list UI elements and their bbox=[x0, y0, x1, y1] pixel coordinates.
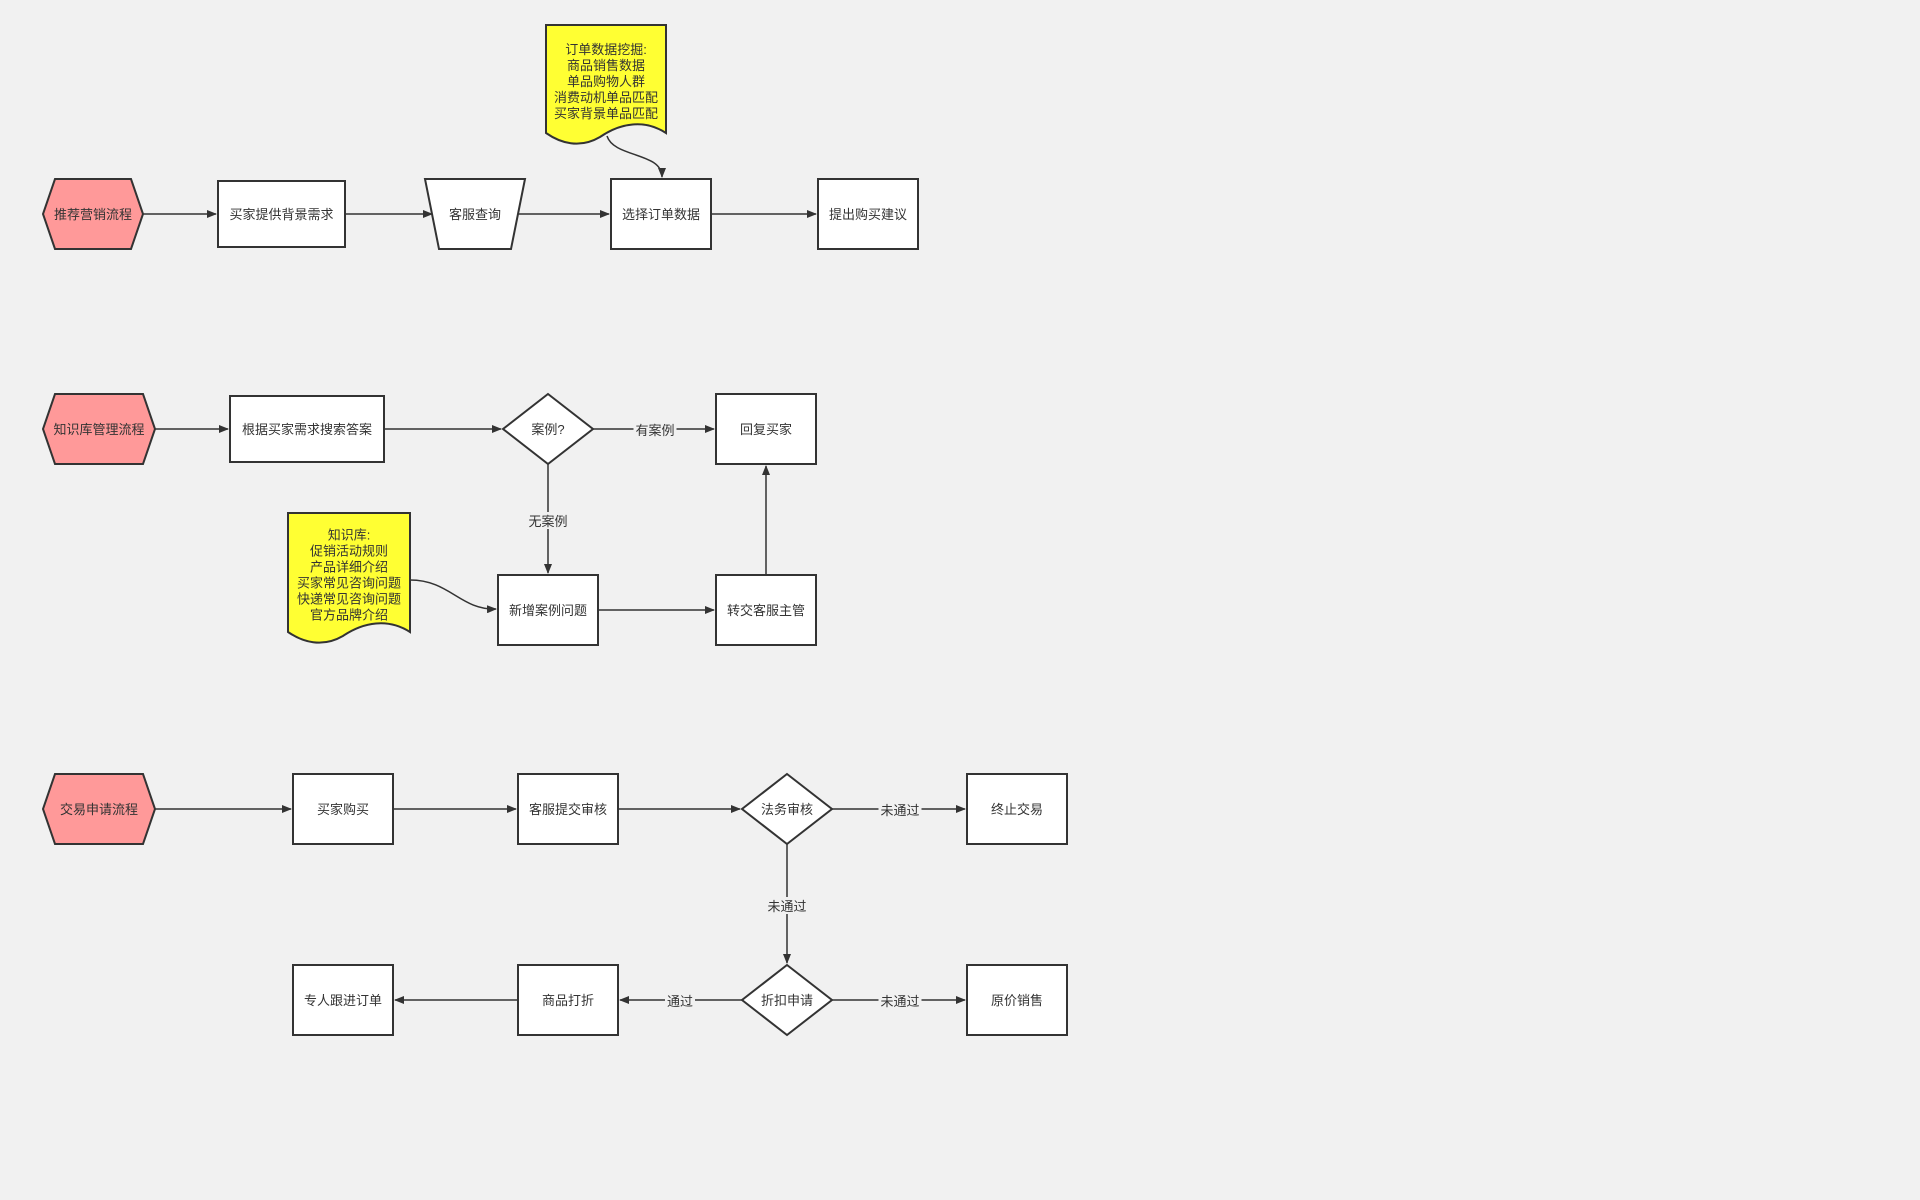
node-c4-rect[interactable]: 终止交易 bbox=[966, 773, 1068, 845]
node-label-line: 专人跟进订单 bbox=[304, 993, 382, 1008]
rect-shape bbox=[517, 773, 619, 845]
node-a2-trapezoid[interactable]: 客服查询 bbox=[423, 178, 527, 250]
node-a1-rect[interactable]: 买家提供背景需求 bbox=[217, 180, 346, 248]
node-label-line: 新增案例问题 bbox=[509, 603, 587, 618]
edge-a_note-to-a3[interactable] bbox=[606, 135, 666, 178]
node-c2-rect[interactable]: 客服提交审核 bbox=[517, 773, 619, 845]
edge-label-text: 未通过 bbox=[880, 994, 919, 1009]
hexagon-shape bbox=[41, 178, 145, 250]
node-label-line: 官方品牌介绍 bbox=[310, 608, 388, 623]
rect-shape bbox=[610, 178, 712, 250]
edge-label-text: 通过 bbox=[667, 994, 693, 1009]
node-label-line: 终止交易 bbox=[991, 802, 1043, 817]
node-c_start-hexagon[interactable]: 交易申请流程 bbox=[41, 773, 157, 845]
node-b3-rect[interactable]: 回复买家 bbox=[715, 393, 817, 465]
node-b_start-hexagon[interactable]: 知识库管理流程 bbox=[41, 393, 157, 465]
rect-shape bbox=[292, 773, 394, 845]
hexagon-shape bbox=[41, 393, 157, 465]
node-label-line: 单品购物人群 bbox=[567, 74, 645, 89]
node-label-line: 客服查询 bbox=[449, 207, 501, 222]
node-a_start-hexagon[interactable]: 推荐营销流程 bbox=[41, 178, 145, 250]
edge-b_note-to-b4[interactable] bbox=[409, 579, 497, 614]
node-a4-rect[interactable]: 提出购买建议 bbox=[817, 178, 919, 250]
node-label-line: 回复买家 bbox=[740, 422, 792, 437]
diamond-shape bbox=[740, 772, 834, 846]
node-label-line: 买家背景单品匹配 bbox=[554, 106, 658, 121]
node-label-line: 原价销售 bbox=[991, 993, 1043, 1008]
edge-label-background bbox=[633, 421, 677, 438]
rect-shape bbox=[292, 964, 394, 1036]
node-label-line: 折扣申请 bbox=[761, 993, 813, 1008]
node-label-line: 案例? bbox=[531, 422, 564, 437]
node-label-line: 转交客服主管 bbox=[727, 603, 805, 618]
node-c6-rect[interactable]: 原价销售 bbox=[966, 964, 1068, 1036]
rect-shape bbox=[966, 964, 1068, 1036]
diamond-shape bbox=[740, 963, 834, 1037]
edge-label-text: 有案例 bbox=[635, 423, 674, 438]
edge-label-c3-to-c5: 未通过 bbox=[765, 897, 809, 914]
node-b4-rect[interactable]: 新增案例问题 bbox=[497, 574, 599, 646]
hexagon-shape bbox=[41, 773, 157, 845]
node-label-line: 产品详细介绍 bbox=[310, 560, 388, 575]
edge-label-c3-to-c4: 未通过 bbox=[878, 801, 922, 818]
node-label-line: 促销活动规则 bbox=[310, 544, 388, 559]
node-label-line: 买家提供背景需求 bbox=[229, 207, 333, 222]
rect-shape bbox=[817, 178, 919, 250]
edge-label-background bbox=[526, 512, 570, 529]
node-a3-rect[interactable]: 选择订单数据 bbox=[610, 178, 712, 250]
document-shape bbox=[287, 512, 411, 644]
node-b2-diamond[interactable]: 案例? bbox=[501, 392, 595, 466]
document-shape bbox=[545, 24, 667, 145]
node-label-line: 商品打折 bbox=[542, 993, 594, 1008]
node-label-line: 法务审核 bbox=[761, 802, 813, 817]
node-c1-rect[interactable]: 买家购买 bbox=[292, 773, 394, 845]
edge-label-c5-to-c7: 通过 bbox=[665, 992, 695, 1009]
edge-label-background bbox=[765, 897, 809, 914]
node-label-line: 根据买家需求搜索答案 bbox=[242, 422, 372, 437]
edge-label-b2-to-b4: 无案例 bbox=[526, 512, 570, 529]
node-label-line: 消费动机单品匹配 bbox=[554, 90, 658, 105]
node-c7-rect[interactable]: 商品打折 bbox=[517, 964, 619, 1036]
node-label-line: 快递常见咨询问题 bbox=[297, 592, 401, 607]
node-b1-rect[interactable]: 根据买家需求搜索答案 bbox=[229, 395, 385, 463]
edge-label-text: 无案例 bbox=[528, 514, 567, 529]
trapezoid-shape bbox=[423, 178, 527, 250]
node-label-line: 订单数据挖掘: bbox=[565, 42, 647, 57]
rect-shape bbox=[497, 574, 599, 646]
node-c3-diamond[interactable]: 法务审核 bbox=[740, 772, 834, 846]
rect-shape bbox=[715, 574, 817, 646]
edge-label-background bbox=[878, 801, 922, 818]
node-label-line: 选择订单数据 bbox=[622, 207, 700, 222]
rect-shape bbox=[715, 393, 817, 465]
node-c8-rect[interactable]: 专人跟进订单 bbox=[292, 964, 394, 1036]
node-c5-diamond[interactable]: 折扣申请 bbox=[740, 963, 834, 1037]
rect-shape bbox=[217, 180, 346, 248]
edge-label-text: 未通过 bbox=[767, 899, 806, 914]
rect-shape bbox=[966, 773, 1068, 845]
node-label-line: 客服提交审核 bbox=[529, 802, 607, 817]
edge-label-background bbox=[878, 992, 922, 1009]
nodes-layer: 推荐营销流程 买家提供背景需求 客服查询 选择订单数据 提出购买建议 订单数据挖掘:商品销… bbox=[41, 24, 1068, 1037]
node-label-line: 知识库: bbox=[328, 528, 371, 543]
node-label-line: 买家购买 bbox=[317, 802, 369, 817]
edge-label-b2-to-b3: 有案例 bbox=[633, 421, 677, 438]
edges-layer bbox=[143, 135, 966, 1004]
rect-shape bbox=[229, 395, 385, 463]
node-label-line: 买家常见咨询问题 bbox=[297, 576, 401, 591]
node-label-line: 交易申请流程 bbox=[60, 802, 138, 817]
edge-label-text: 未通过 bbox=[880, 803, 919, 818]
rect-shape bbox=[517, 964, 619, 1036]
node-label-line: 推荐营销流程 bbox=[54, 207, 132, 222]
node-label-line: 商品销售数据 bbox=[567, 58, 645, 73]
node-b5-rect[interactable]: 转交客服主管 bbox=[715, 574, 817, 646]
diamond-shape bbox=[501, 392, 595, 466]
edge-label-background bbox=[665, 992, 695, 1009]
node-label-line: 提出购买建议 bbox=[829, 207, 907, 222]
edge-label-c5-to-c6: 未通过 bbox=[878, 992, 922, 1009]
node-label-line: 知识库管理流程 bbox=[53, 422, 144, 437]
